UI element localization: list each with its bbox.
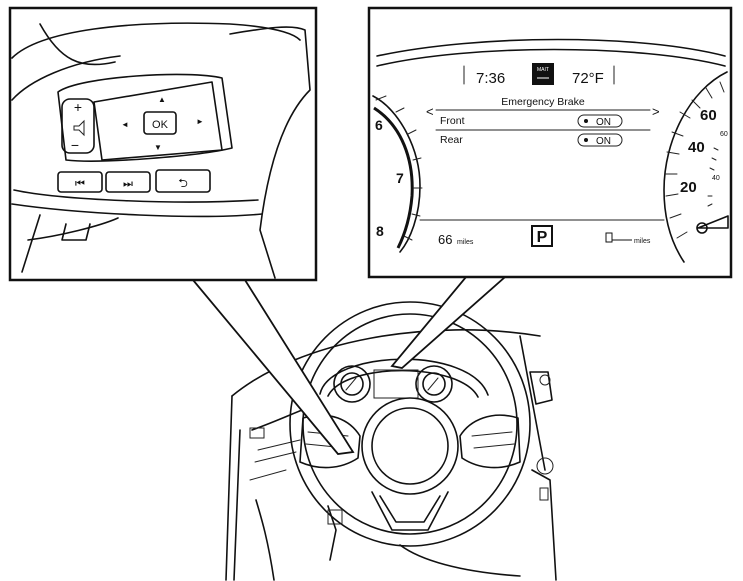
back-icon: ⮌: [178, 176, 188, 190]
display-callout-pointer: [390, 276, 508, 369]
volume-plus-label: +: [74, 99, 82, 115]
toggle-dot-icon: [584, 119, 588, 123]
menu-row-rear-label: Rear: [440, 134, 463, 146]
left-arrow-icon: ◄: [121, 120, 129, 129]
gear-badge-box: [532, 63, 554, 85]
up-arrow-icon: ▲: [158, 95, 166, 104]
menu-title: Emergency Brake: [501, 96, 585, 108]
nav-right-arrow: >: [652, 104, 660, 119]
speedo-number-60: 60: [700, 107, 717, 124]
speedo-number-40: 40: [688, 139, 705, 156]
volume-minus-label: −: [71, 137, 79, 153]
switch-callout-pointer: [191, 279, 355, 455]
clock-time: 7:36: [476, 70, 505, 87]
next-track-icon: ⏭: [123, 178, 133, 190]
speedo-number-20: 20: [680, 179, 697, 196]
previous-track-icon: ⏮: [75, 178, 85, 190]
toggle-dot-icon: [584, 138, 588, 142]
range-unit: miles: [457, 239, 474, 246]
gear-badge-text: MAIT: [537, 67, 549, 73]
down-arrow-icon: ▼: [154, 143, 162, 152]
right-arrow-icon: ►: [196, 117, 204, 126]
cluster-display-panel: 6 7 8 60 40 20 60 40 7:3: [367, 6, 733, 279]
speedometer: 60 40 20 60 40: [663, 71, 729, 263]
menu-row-front-value: ON: [596, 117, 611, 128]
tachometer: 6 7 8: [372, 95, 423, 253]
speedo-small-40: 40: [712, 175, 720, 182]
speedo-small-60: 60: [720, 131, 728, 138]
fuel-pump-icon: [605, 232, 632, 243]
speaker-icon: [73, 119, 85, 137]
nav-left-arrow: <: [426, 104, 434, 119]
shift-position: P: [537, 229, 548, 246]
menu-row-front[interactable]: Front ON: [440, 114, 623, 128]
steering-switch-panel: + − OK ▲ ▼ ◄ ► ⏮ ⏭ ⮌: [8, 6, 318, 282]
tach-number-6: 6: [375, 117, 383, 133]
menu-row-rear[interactable]: Rear ON: [440, 133, 623, 147]
outside-temperature: 72°F: [572, 70, 604, 87]
tach-number-8: 8: [376, 223, 384, 239]
menu-row-rear-value: ON: [596, 136, 611, 147]
menu-row-front-label: Front: [440, 115, 465, 127]
range-value: 66: [438, 232, 452, 247]
tach-number-7: 7: [396, 170, 404, 186]
ok-button-label: OK: [152, 119, 169, 131]
shift-position-box: [531, 225, 553, 247]
fuel-unit: miles: [634, 238, 651, 245]
